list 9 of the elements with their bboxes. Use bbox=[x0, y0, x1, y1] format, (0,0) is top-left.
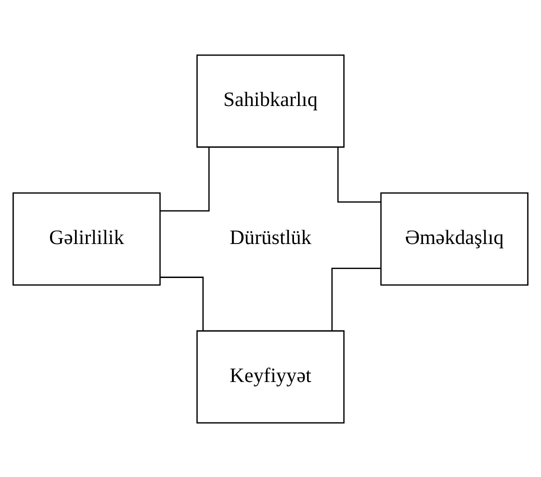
label: Dürüstlük bbox=[230, 226, 312, 248]
connector bbox=[160, 276, 204, 330]
node-box: Sahibkarlıq bbox=[196, 54, 345, 148]
connector bbox=[160, 147, 210, 212]
connector bbox=[337, 146, 381, 202]
node-box: Gəlirlilik bbox=[12, 192, 161, 286]
connector bbox=[331, 267, 381, 330]
node-box: Əməkdaşlıq bbox=[380, 192, 528, 286]
node-box: Keyfiyyət bbox=[196, 330, 345, 424]
